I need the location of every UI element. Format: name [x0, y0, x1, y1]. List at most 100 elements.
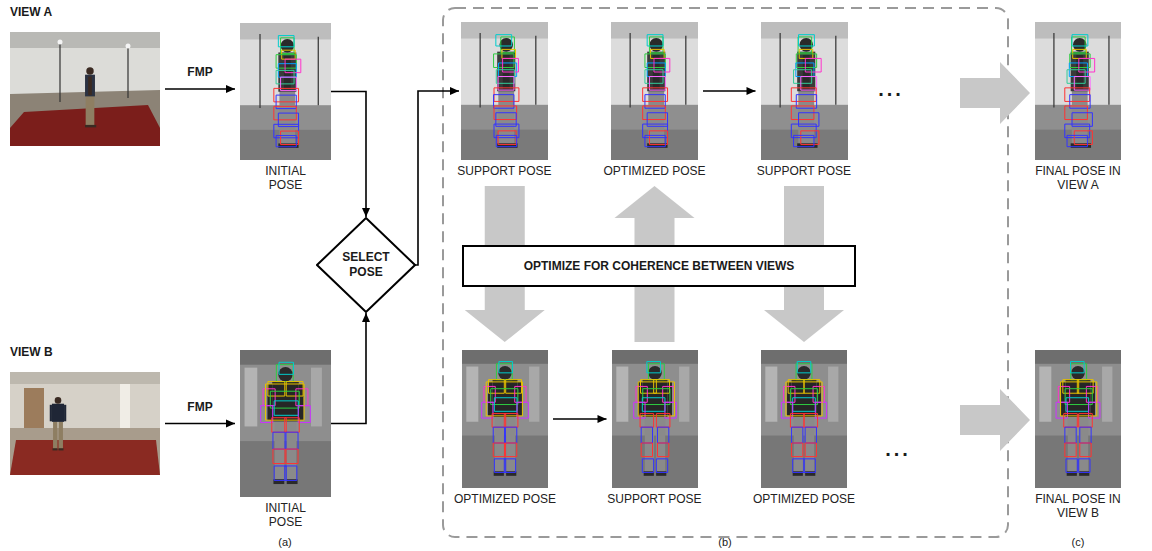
- part-box: [276, 55, 296, 68]
- part-box: [804, 459, 815, 473]
- part-box: [1080, 443, 1091, 457]
- ceiling: [10, 372, 160, 384]
- figure-arm: [50, 405, 52, 422]
- part-box: [646, 362, 660, 373]
- figure-leg: [53, 421, 57, 449]
- view-heading: VIEW A: [10, 4, 160, 20]
- figure-shoe: [59, 448, 64, 450]
- continuation-mark: ...: [885, 438, 911, 460]
- figure-leg: [495, 416, 504, 473]
- part-label: (a): [278, 536, 291, 549]
- part-box: [1065, 443, 1076, 457]
- part-box: [286, 449, 298, 463]
- ceiling: [1035, 22, 1121, 39]
- part-box: [1080, 427, 1091, 443]
- process-box: OPTIMIZE FOR COHERENCE BETWEEN VIEWS: [462, 245, 856, 287]
- part-box: [493, 443, 504, 457]
- figure-leg: [59, 421, 63, 449]
- tripod: [127, 46, 128, 98]
- wall: [462, 350, 548, 488]
- photo-illustration: [611, 22, 698, 160]
- door: [24, 388, 44, 428]
- part-box: [800, 131, 818, 145]
- wall-light: [616, 367, 628, 422]
- figure-head: [55, 397, 62, 404]
- photo: [10, 32, 160, 146]
- arrow-head: [598, 415, 607, 423]
- figure: [274, 36, 301, 148]
- floor: [462, 436, 548, 488]
- marker: [126, 44, 131, 49]
- part-box: [265, 384, 304, 420]
- figure: [791, 35, 821, 148]
- connector-line: [165, 88, 235, 90]
- floor: [10, 90, 160, 146]
- wall: [611, 22, 698, 160]
- connector-arrow: [415, 87, 459, 265]
- figure: [1065, 35, 1095, 148]
- photo: [461, 22, 548, 160]
- figure-leg: [275, 420, 285, 480]
- part-box: [641, 427, 652, 443]
- figure-leg: [794, 416, 803, 473]
- wall-light: [245, 368, 258, 427]
- wall-light: [529, 367, 539, 422]
- wall: [461, 22, 548, 160]
- connector-arrow: [165, 85, 235, 93]
- carpet: [10, 105, 160, 146]
- connector-arrow: [553, 415, 607, 423]
- connector-arrow: [165, 420, 235, 428]
- figure: [643, 35, 670, 148]
- part-box: [804, 414, 818, 428]
- image-caption: FINAL POSE IN VIEW A: [1028, 164, 1128, 192]
- figure: [781, 362, 826, 476]
- connector-line: [331, 313, 366, 424]
- figure-leg: [805, 416, 814, 473]
- photo: [1035, 350, 1121, 488]
- decision-label: SELECT POSE: [334, 250, 398, 280]
- figure-shoe: [85, 125, 96, 127]
- part-box: [641, 443, 652, 457]
- wall: [10, 32, 160, 146]
- photo-illustration: [761, 22, 848, 160]
- part-box: [281, 38, 294, 54]
- photo-illustration: [462, 350, 548, 488]
- part-box: [493, 427, 504, 443]
- part-box: [1061, 382, 1097, 416]
- process-label: OPTIMIZE FOR COHERENCE BETWEEN VIEWS: [524, 259, 795, 274]
- part-box: [648, 364, 664, 380]
- photo-illustration: [461, 22, 548, 160]
- marker: [58, 40, 63, 45]
- figure: [494, 35, 519, 148]
- figure-arm: [64, 405, 66, 422]
- part-box: [496, 35, 512, 46]
- part-box: [805, 443, 816, 457]
- photo-illustration: [1035, 350, 1121, 488]
- photo-illustration: [10, 32, 160, 146]
- image-panel: OPTIMIZED POSE: [440, 350, 570, 506]
- image-panel: VIEW B: [10, 344, 160, 475]
- ceiling: [611, 22, 698, 39]
- part-box: [638, 382, 674, 416]
- image-panel: SUPPORT POSE: [440, 22, 570, 178]
- figure: [85, 67, 96, 127]
- part-box: [1079, 414, 1093, 428]
- figure-leg: [648, 90, 664, 144]
- part-box: [486, 382, 522, 416]
- wall: [240, 350, 331, 497]
- image-caption: INITIAL POSE: [255, 164, 317, 192]
- wall-light: [1102, 367, 1112, 422]
- connector-arrow: [331, 313, 370, 424]
- part-box: [642, 398, 665, 412]
- figure-arm: [88, 77, 92, 96]
- edge-label: FMP: [185, 65, 214, 79]
- diamond-shape: [317, 218, 415, 312]
- part-box: [792, 427, 803, 443]
- part-box: [276, 136, 296, 147]
- figure: [1056, 362, 1100, 476]
- arrow-head: [450, 87, 459, 95]
- edge-label: FMP: [185, 400, 214, 414]
- image-caption: INITIAL POSE: [255, 501, 317, 529]
- image-caption: OPTIMIZED POSE: [440, 492, 570, 506]
- part-box: [792, 443, 803, 457]
